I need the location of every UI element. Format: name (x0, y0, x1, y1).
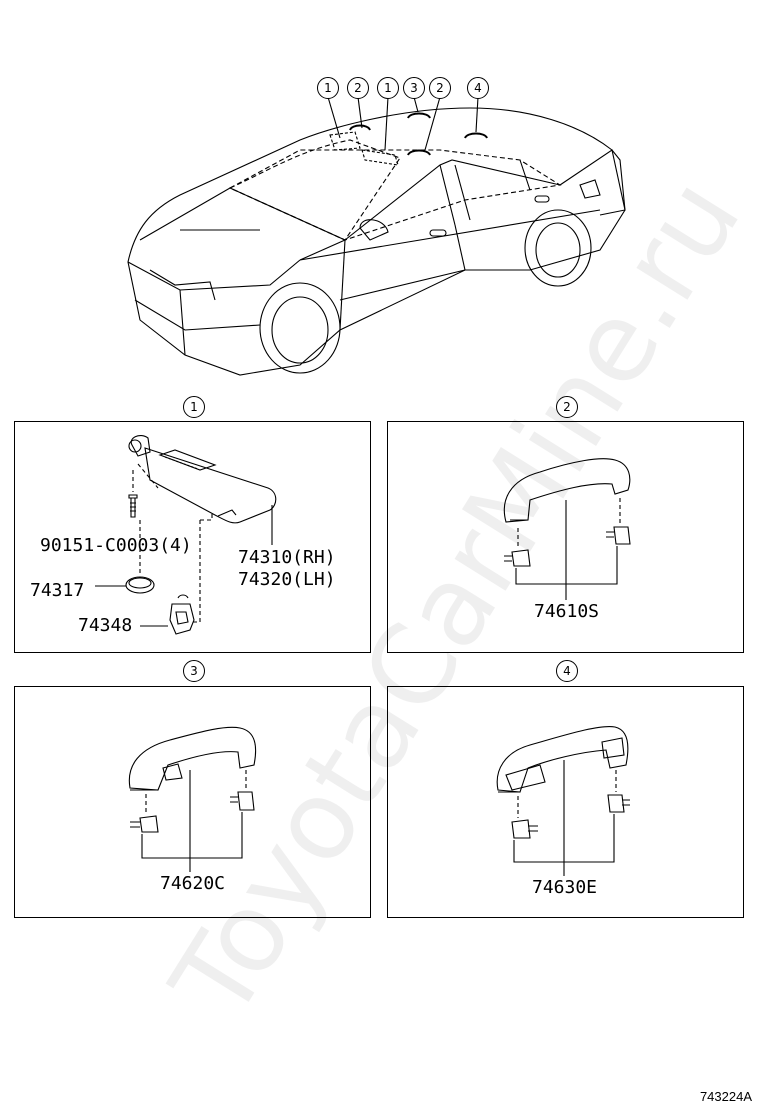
label-90151-c0003: 90151-C0003(4) (40, 535, 192, 556)
label-74620c: 74620C (160, 873, 226, 894)
label-74317: 74317 (30, 580, 85, 601)
overview-callout-1a: 1 (317, 77, 339, 99)
panel-4-callout: 4 (556, 660, 578, 682)
label-74348: 74348 (78, 615, 133, 636)
panel-2-assist-grip (387, 421, 744, 653)
label-74610s: 74610S (534, 601, 600, 622)
overview-callout-4: 4 (467, 77, 489, 99)
panel-1-sun-visor (14, 421, 371, 653)
panel-3-callout: 3 (183, 660, 205, 682)
label-74320-lh: 74320(LH) (238, 569, 336, 590)
panel-3-assist-grip (14, 686, 371, 918)
label-74630e: 74630E (532, 877, 598, 898)
figure-code: 743224A (699, 1089, 752, 1104)
car-overview-drawing (127, 96, 626, 376)
panel-1-callout: 1 (183, 396, 205, 418)
panel-4-assist-grip (387, 686, 744, 918)
overview-callout-1b: 1 (377, 77, 399, 99)
panel-2-callout: 2 (556, 396, 578, 418)
overview-callout-2a: 2 (347, 77, 369, 99)
overview-callout-2b: 2 (429, 77, 451, 99)
overview-callout-3: 3 (403, 77, 425, 99)
label-74310-rh: 74310(RH) (238, 547, 336, 568)
